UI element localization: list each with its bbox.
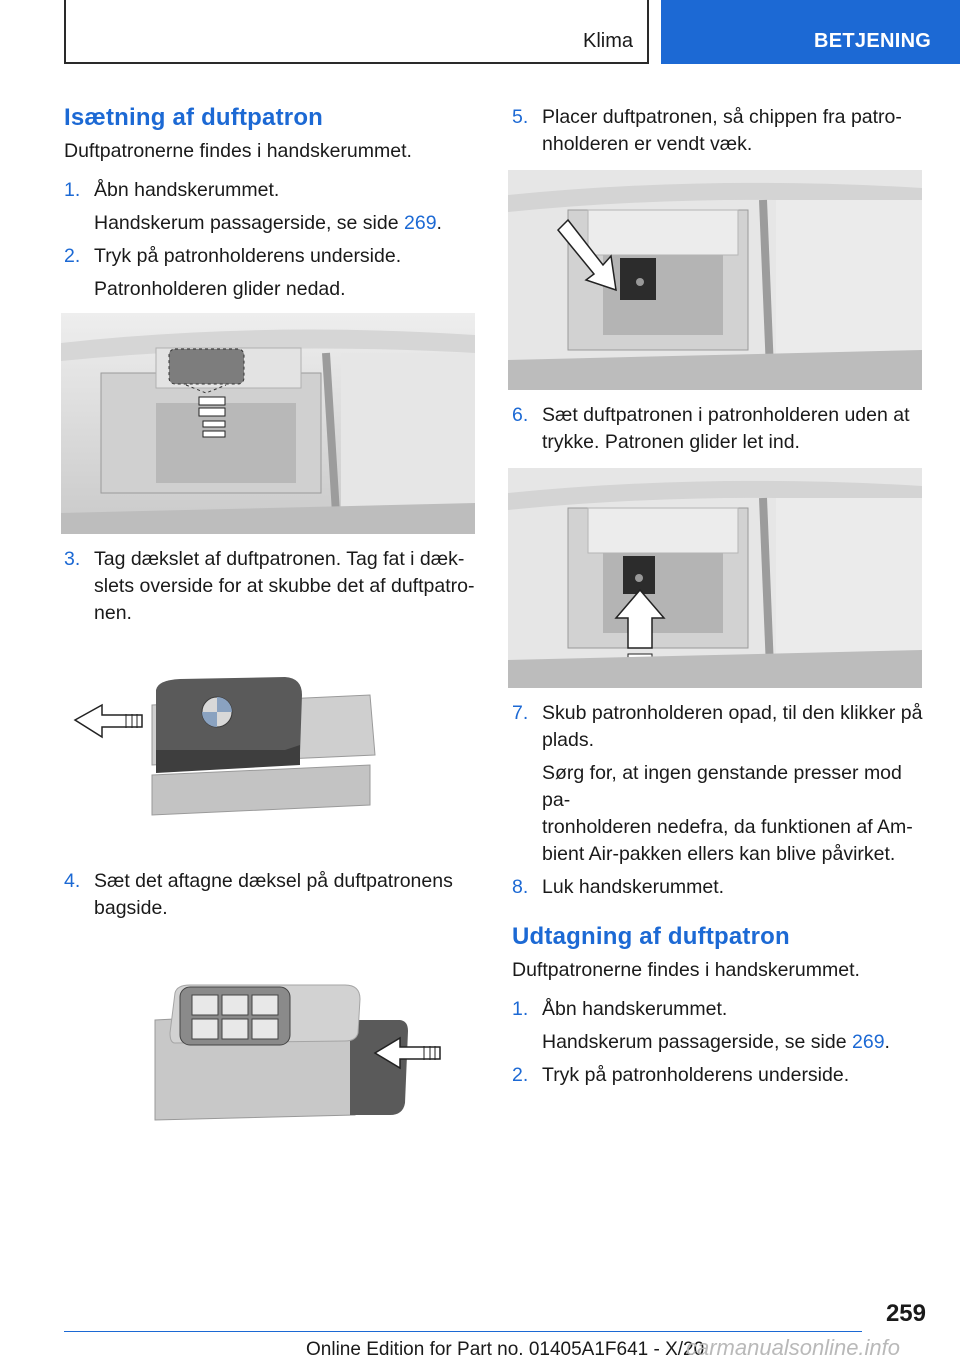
step-item: 5. Placer duftpatronen, så chippen fra p… xyxy=(512,104,932,158)
page-link-269[interactable]: 269 xyxy=(852,1031,885,1053)
left-column-top: Isætning af duftpatron Duftpatronerne fi… xyxy=(64,104,484,303)
step-number: 2. xyxy=(512,1064,529,1086)
step-text-line: slets overside for at skubbe det af duft… xyxy=(94,575,475,597)
step-text: Tryk på patronholderens underside. xyxy=(542,1064,850,1086)
step-text-line: nen. xyxy=(94,602,132,624)
intro-removal: Duftpatronerne findes i handskerummet. xyxy=(512,959,860,981)
step-item: 2. Tryk på patronholderens underside. xyxy=(512,1062,932,1089)
header-chapter-tab: BETJENING xyxy=(661,0,960,64)
header-section-title: Klima xyxy=(582,30,633,52)
step-subtext-line: Sørg for, at ingen genstande presser mod… xyxy=(542,762,902,811)
step-number: 1. xyxy=(64,179,81,201)
step-subtext-line: tronholderen nedefra, da funktionen af A… xyxy=(542,816,913,838)
right-column-mid: 6. Sæt duftpatronen i patronholderen ude… xyxy=(512,402,932,456)
step-number: 8. xyxy=(512,876,529,898)
cartridge-cover-removal-image xyxy=(70,665,390,825)
step-number: 3. xyxy=(64,548,81,570)
step-item: 3. Tag dækslet af duftpatronen. Tag fat … xyxy=(64,546,484,627)
step-number: 6. xyxy=(512,404,529,426)
intro-insertion: Duftpatronerne findes i handskerummet. xyxy=(64,140,412,162)
step-number: 4. xyxy=(64,870,81,892)
heading-insertion: Isætning af duftpatron xyxy=(64,104,324,131)
step-item: 8. Luk handskerummet. xyxy=(512,874,932,901)
header-section-box: Klima xyxy=(64,0,649,64)
step-number: 1. xyxy=(512,998,529,1020)
step-item: 6. Sæt duftpatronen i patronholderen ude… xyxy=(512,402,932,456)
watermark-logo: carmanualsonline.info xyxy=(686,1335,901,1360)
holder-push-up-image xyxy=(508,468,922,688)
step-text-line: Placer duftpatronen, så chippen fra patr… xyxy=(542,106,902,128)
step-subtext: Handskerum passagerside, se side 269. xyxy=(64,210,484,237)
step-number: 2. xyxy=(64,245,81,267)
step-text-line: trykke. Patronen glider let ind. xyxy=(542,431,800,453)
step-text-line: Tag dækslet af duftpatronen. Tag fat i d… xyxy=(94,548,465,570)
step-subtext: Patronholderen glider nedad. xyxy=(94,278,346,300)
step-number: 7. xyxy=(512,702,529,724)
footer-edition: Online Edition for Part no. 01405A1F641 … xyxy=(306,1339,705,1360)
step-text-line: bagside. xyxy=(94,897,168,919)
cartridge-placement-image xyxy=(508,170,922,390)
step-text-line: nholderen er vendt væk. xyxy=(542,133,753,155)
step-subtext-pre: Handskerum passagerside, se side xyxy=(542,1031,852,1053)
page-number: 259 xyxy=(885,1300,926,1327)
step-text-line: Skub patronholderen opad, til den klikke… xyxy=(542,702,923,724)
step-subtext-pre: Handskerum passagerside, se side xyxy=(94,212,404,234)
step-text: Åbn handskerummet. xyxy=(94,179,280,201)
heading-removal: Udtagning af duftpatron xyxy=(512,923,790,950)
step-text: Åbn handskerummet. xyxy=(542,998,728,1020)
page-link-269[interactable]: 269 xyxy=(404,212,437,234)
step-subtext: Sørg for, at ingen genstande presser mod… xyxy=(512,760,932,868)
step-item: 4. Sæt det aftagne dæksel på duftpatrone… xyxy=(64,868,484,922)
left-column-mid: 3. Tag dækslet af duftpatronen. Tag fat … xyxy=(64,546,484,627)
glovebox-holder-image xyxy=(61,313,475,534)
step-number: 5. xyxy=(512,106,529,128)
step-text: Tryk på patronholderens underside. xyxy=(94,245,402,267)
step-item: 2. Tryk på patronholderens underside. xyxy=(64,243,484,270)
step-subtext-line: bient Air-pakken ellers kan blive påvirk… xyxy=(542,843,896,865)
step-text: Luk handskerummet. xyxy=(542,876,725,898)
step-subtext-post: . xyxy=(436,212,442,234)
left-column-bottom: 4. Sæt det aftagne dæksel på duftpatrone… xyxy=(64,868,484,922)
right-column-lower: 7. Skub patronholderen opad, til den kli… xyxy=(512,700,932,1089)
step-text-line: Sæt duftpatronen i patronholderen uden a… xyxy=(542,404,910,426)
step-text-line: plads. xyxy=(542,729,595,751)
step-subtext: Handskerum passagerside, se side 269. xyxy=(512,1029,932,1056)
cover-attached-back-image xyxy=(150,975,460,1125)
footer-divider xyxy=(64,1331,862,1332)
step-text-line: Sæt det aftagne dæksel på duftpatronens xyxy=(94,870,453,892)
step-item: 7. Skub patronholderen opad, til den kli… xyxy=(512,700,932,754)
right-column-top: 5. Placer duftpatronen, så chippen fra p… xyxy=(512,104,932,158)
step-item: 1. Åbn handskerummet. xyxy=(512,996,932,1023)
header-chapter-title: BETJENING xyxy=(814,30,932,52)
step-item: 1. Åbn handskerummet. xyxy=(64,177,484,204)
step-subtext-post: . xyxy=(884,1031,890,1053)
